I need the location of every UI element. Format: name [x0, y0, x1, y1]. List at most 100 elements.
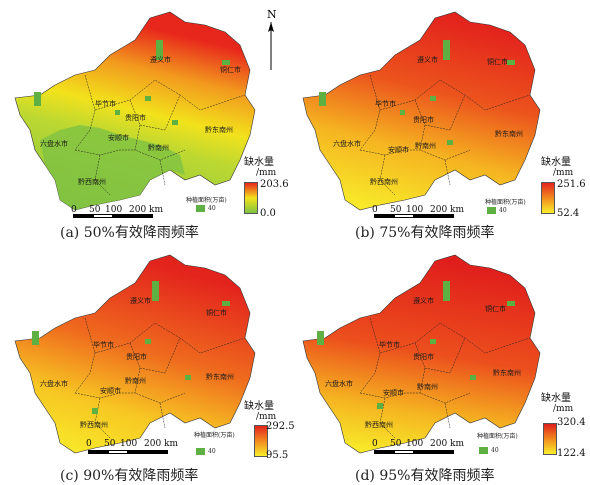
scale-label: 100: [406, 439, 424, 449]
green-zone: [40, 125, 185, 210]
region-label: 毕节市: [95, 99, 116, 108]
district-borders: [359, 74, 531, 196]
area-legend-swatch: [487, 207, 496, 214]
legend-title: 缺水量: [244, 157, 274, 168]
area-legend-value: 40: [491, 447, 499, 454]
district-borders: [359, 317, 531, 439]
crop-area: [115, 110, 120, 115]
legend-bar: [543, 423, 557, 455]
scale-label: 50: [104, 439, 116, 449]
crop-area: [317, 331, 324, 345]
panel-c: 遵义市 铜仁市 毕节市 贵阳市 安顺市 六盘水市 黔南州 黔东南州 黔西南州 缺…: [0, 243, 295, 485]
region-label: 黔东南州: [206, 372, 234, 381]
region-label: 遵义市: [150, 55, 171, 64]
scale-label: 0: [86, 439, 92, 449]
region-label: 安顺市: [108, 133, 129, 142]
region-label: 六盘水市: [325, 379, 353, 388]
crop-area: [507, 60, 515, 65]
area-legend-swatch: [479, 447, 488, 454]
north-label: N: [267, 8, 277, 21]
area-legend-swatch: [196, 448, 205, 455]
crop-area: [430, 96, 436, 101]
scale-label: 0: [71, 205, 77, 215]
crop-area: [470, 375, 476, 380]
area-legend-label: 种植面积(万亩): [485, 199, 526, 206]
map-shape: [302, 254, 541, 454]
region-label: 安顺市: [383, 388, 404, 397]
panel-a: 遵义市 铜仁市 毕节市 贵阳市 安顺市 六盘水市 黔南州 黔东南州 黔西南州 N…: [0, 0, 295, 242]
region-label: 六盘水市: [333, 139, 361, 148]
map-shape: [302, 11, 541, 211]
region-label: 贵阳市: [413, 352, 434, 361]
region-label: 黔南州: [148, 143, 169, 152]
crop-area: [92, 408, 98, 414]
scale-label: 200 km: [144, 439, 179, 449]
panel-b: 遵义市 铜仁市 毕节市 贵阳市 安顺市 六盘水市 黔南州 黔东南州 黔西南州 缺…: [295, 0, 590, 242]
legend-title: 缺水量: [541, 157, 571, 168]
panel-caption: (a) 50%有效降雨频率: [60, 225, 199, 241]
area-legend-label: 种植面积(万亩): [186, 197, 227, 204]
legend-title: 缺水量: [541, 393, 571, 404]
region-label: 黔西南州: [370, 177, 398, 186]
crop-area: [32, 331, 39, 345]
crop-area: [222, 301, 230, 306]
region-label: 黔东南州: [495, 129, 523, 138]
legend-unit: /mm: [256, 412, 277, 422]
crop-area: [152, 281, 159, 301]
scale-label: 50: [390, 205, 402, 215]
legend-title: 缺水量: [244, 401, 274, 412]
region-label: 贵阳市: [125, 113, 146, 122]
legend-unit: /mm: [553, 168, 574, 178]
area-legend-value: 40: [499, 207, 507, 214]
region-label: 毕节市: [375, 99, 396, 108]
area-legend-value: 40: [208, 205, 216, 212]
map-a: 遵义市 铜仁市 毕节市 贵阳市 安顺市 六盘水市 黔南州 黔东南州 黔西南州: [14, 11, 256, 211]
crop-area: [430, 339, 436, 344]
scale-label: 50: [390, 439, 402, 449]
crop-area: [447, 140, 453, 145]
region-label: 六盘水市: [40, 139, 68, 148]
region-label: 铜仁市: [487, 57, 508, 66]
map-c: 遵义市 铜仁市 毕节市 贵阳市 安顺市 六盘水市 黔南州 黔东南州 黔西南州: [14, 254, 256, 454]
scale-label: 100: [406, 205, 424, 215]
legend-min: 52.4: [557, 208, 580, 219]
region-label: 毕节市: [93, 340, 114, 349]
region-label: 遵义市: [413, 296, 434, 305]
panel-caption: (d) 95%有效降雨频率: [355, 468, 495, 484]
scale-label: 100: [120, 439, 138, 449]
legend-max: 320.4: [557, 417, 586, 428]
crop-area: [443, 281, 450, 301]
scale-label: 100: [105, 205, 123, 215]
crop-area: [377, 403, 383, 409]
legend-max: 203.6: [260, 179, 289, 190]
map-shape: [14, 254, 256, 454]
scale-label: 0: [372, 439, 378, 449]
area-legend-swatch: [196, 205, 205, 212]
legend-unit: /mm: [553, 404, 574, 414]
region-label: 毕节市: [379, 340, 400, 349]
region-label: 黔西南州: [78, 177, 106, 186]
panel-caption: (c) 90%有效降雨频率: [60, 468, 199, 484]
crop-area: [222, 60, 230, 65]
crop-area: [156, 40, 163, 60]
map-d: 遵义市 铜仁市 毕节市 贵阳市 安顺市 六盘水市 黔南州 黔东南州 黔西南州: [302, 254, 541, 454]
crop-area: [319, 92, 326, 106]
legend-max: 251.6: [557, 179, 586, 190]
crop-area: [443, 40, 450, 60]
crop-area: [34, 92, 41, 106]
region-label: 铜仁市: [206, 308, 227, 317]
panel-d: 遵义市 铜仁市 毕节市 贵阳市 安顺市 六盘水市 黔南州 黔东南州 黔西南州 缺…: [295, 243, 590, 485]
region-label: 安顺市: [388, 145, 409, 154]
north-arrow: N: [262, 8, 282, 78]
crop-area: [400, 110, 405, 115]
region-label: 黔西南州: [80, 420, 108, 429]
region-label: 贵阳市: [126, 352, 147, 361]
region-label: 黔西南州: [365, 420, 393, 429]
district-borders: [74, 74, 246, 196]
legend-bar: [254, 425, 268, 457]
region-label: 铜仁市: [485, 304, 506, 313]
scale-label: 200 km: [430, 439, 465, 449]
region-label: 黔南州: [415, 141, 436, 150]
panel-caption: (b) 75%有效降雨频率: [355, 225, 495, 241]
scale-label: 0: [372, 205, 378, 215]
